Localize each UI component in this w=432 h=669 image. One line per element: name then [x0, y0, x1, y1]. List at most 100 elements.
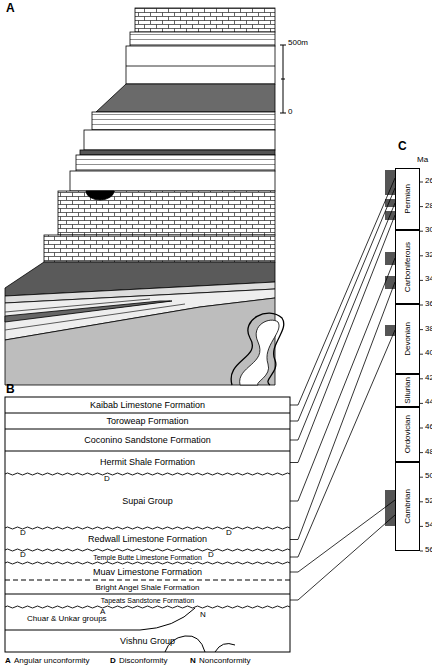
legend-text: Nonconformity [199, 657, 251, 665]
age-leader-line [290, 330, 395, 557]
age-number: 260 [425, 177, 432, 185]
age-number: 380 [425, 325, 432, 333]
age-leader-line [290, 500, 395, 572]
age-number: 540 [425, 521, 432, 529]
contact-line [5, 413, 290, 594]
period-name: Carboniferous [404, 242, 412, 292]
formation-name: Temple Butte Limestone Formation [93, 554, 202, 561]
period-box: Silurian [395, 374, 420, 407]
stratigraphic-column [5, 397, 290, 652]
bedded-layer [92, 112, 275, 130]
unconformity-line [5, 548, 290, 552]
age-number: 400 [425, 349, 432, 357]
limestone-layer [44, 235, 275, 262]
formation-band: Muav Limestone Formation [5, 564, 290, 580]
formation-name: Chuar & Unkar groups [27, 615, 107, 623]
age-bar [385, 211, 395, 220]
period-box: Carboniferous [395, 230, 420, 304]
age-number: 480 [425, 448, 432, 456]
sandstone-layer [126, 46, 275, 84]
tick-mark [420, 182, 423, 551]
annotation-label: 0 [288, 108, 292, 116]
annotation-label: D [226, 529, 232, 537]
formation-band: Redwall Limestone Formation [5, 530, 290, 549]
shale-slope [96, 84, 275, 112]
formation-name: Toroweap Formation [106, 417, 188, 426]
formation-name: Supai Group [122, 497, 173, 506]
canyon-cross-section [5, 8, 284, 385]
age-number: 460 [425, 423, 432, 431]
gradational-contact [5, 580, 290, 581]
bedding-line [126, 66, 275, 67]
legend-text: Angular unconformity [14, 657, 90, 665]
period-box: Cambrian [395, 462, 420, 551]
annotation-label: N [190, 657, 196, 665]
formation-name: Hermit Shale Formation [100, 458, 195, 467]
column-outline [5, 397, 290, 652]
age-leader-line [290, 215, 395, 463]
annotation-label: Ma [417, 156, 428, 164]
age-leader-line [290, 282, 395, 540]
period-name: Devonian [404, 322, 412, 356]
unconformity-line [5, 561, 290, 565]
formation-band: Supai Group [5, 476, 290, 526]
annotation-label: A [5, 657, 11, 665]
period-box: Ordovician [395, 407, 420, 462]
formation-band: Vishnu Group [5, 630, 290, 652]
age-number: 320 [425, 251, 432, 259]
formation-band: Tapeats Sandstone Formation [5, 594, 290, 606]
age-leader-line [290, 188, 395, 421]
period-box: Permian [395, 168, 420, 230]
formation-name: Tapeats Sandstone Formation [101, 597, 194, 604]
fold-line [165, 636, 235, 652]
period-name: Cambrian [404, 489, 412, 524]
age-range-bars [385, 170, 395, 526]
limestone-layer [135, 8, 275, 32]
formation-name: Muav Limestone Formation [93, 568, 202, 577]
annotation-label: D [104, 475, 110, 483]
age-bar [385, 252, 395, 265]
contact-line [5, 608, 195, 630]
bedded-layer [76, 155, 275, 171]
scale-line [280, 45, 286, 113]
limestone-layer [58, 191, 275, 235]
annotation-label: D [20, 551, 26, 559]
formation-band: Bright Angel Shale Formation [5, 581, 290, 594]
shale-layer [80, 150, 275, 155]
annotation-label: N [200, 611, 206, 619]
age-leader-line [290, 178, 395, 405]
age-bar [385, 276, 395, 289]
age-leader-line [290, 515, 395, 600]
period-name: Silurian [404, 377, 412, 404]
formation-name: Kaibab Limestone Formation [90, 401, 205, 410]
age-number: 500 [425, 472, 432, 480]
unconformity-line [5, 605, 290, 609]
age-number: 560 [425, 546, 432, 554]
annotation-label: A [6, 2, 15, 14]
age-number: 440 [425, 398, 432, 406]
formation-band: Toroweap Formation [5, 413, 290, 429]
age-bar [385, 199, 395, 207]
legend-text: Disconformity [119, 657, 167, 665]
formation-band: Kaibab Limestone Formation [5, 397, 290, 413]
formation-name: Bright Angel Shale Formation [95, 584, 199, 592]
age-number: 340 [425, 275, 432, 283]
formation-band: Coconino Sandstone Formation [5, 429, 290, 451]
age-bar [385, 325, 395, 336]
age-number: 280 [425, 202, 432, 210]
sandstone-layer [70, 171, 275, 191]
age-number: 420 [425, 374, 432, 382]
formation-band: Hermit Shale Formation [5, 451, 290, 474]
bedded-layer [130, 32, 275, 46]
age-bar [385, 490, 395, 526]
age-number: 300 [425, 226, 432, 234]
period-box: Devonian [395, 304, 420, 374]
age-bar [385, 170, 395, 195]
annotation-label: A [100, 608, 105, 616]
annotation-label: B [6, 383, 15, 395]
formation-band: Temple Butte Limestone Formation [5, 551, 290, 563]
unconformity-line [5, 472, 290, 476]
